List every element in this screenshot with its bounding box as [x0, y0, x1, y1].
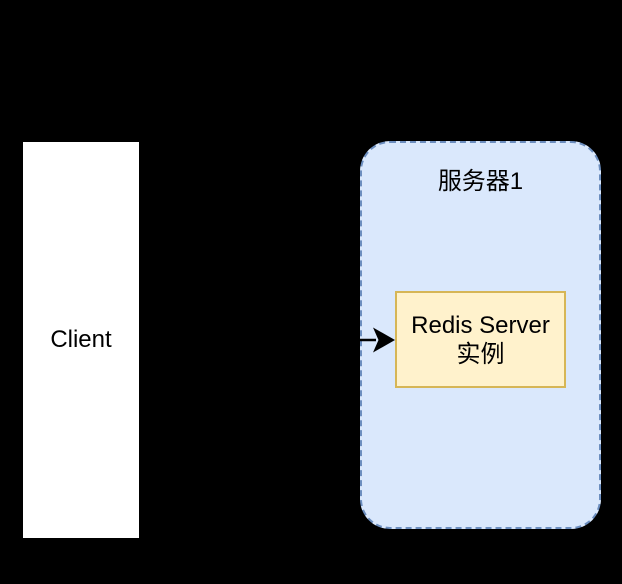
node-client: Client	[22, 141, 140, 539]
client-to-redis-arrow	[140, 327, 395, 353]
redis-label-line1: Redis Server	[411, 311, 550, 339]
client-label: Client	[50, 326, 112, 353]
server-group-label: 服务器1	[437, 168, 524, 195]
redis-label-line2: 实例	[456, 340, 505, 368]
node-redis-server: Redis Server 实例	[395, 291, 566, 388]
